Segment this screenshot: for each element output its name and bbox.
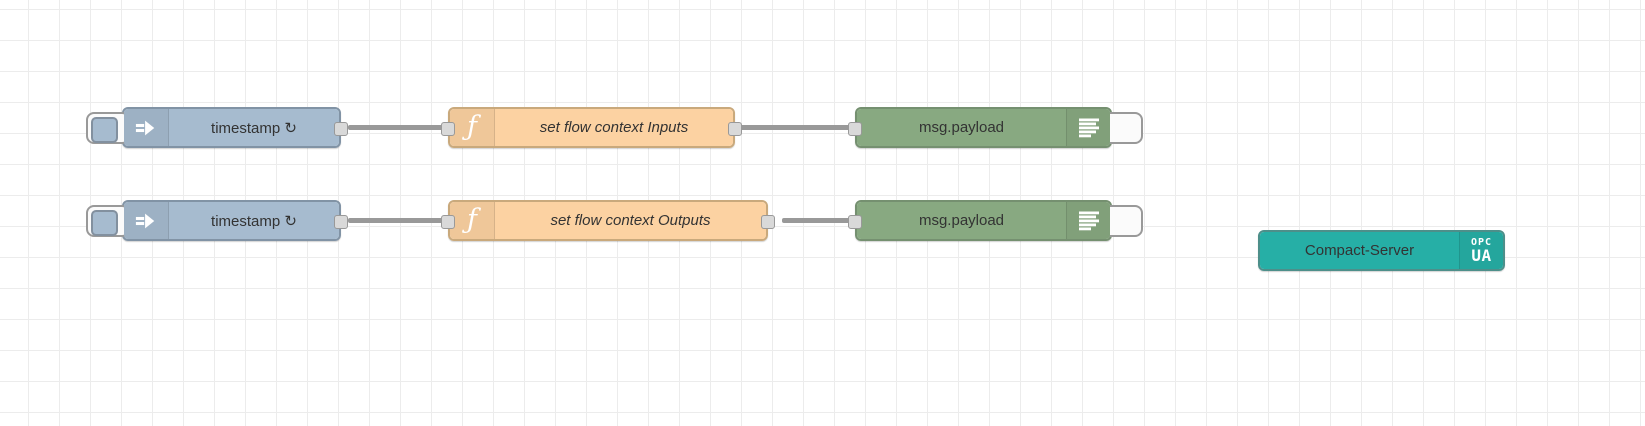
debug-list-icon — [1066, 109, 1110, 146]
inject-button-inner — [91, 116, 118, 143]
output-port[interactable] — [334, 215, 348, 229]
node-label: msg.payload — [918, 119, 1005, 136]
node-label: timestamp ↻ — [211, 119, 297, 137]
node-label: msg.payload — [918, 212, 1005, 229]
function-f-icon: ƒ — [450, 109, 495, 146]
node-label: Compact-Server — [1304, 242, 1415, 259]
opcua-compact-server-node[interactable]: Compact-Server OPC UA — [1258, 230, 1505, 271]
output-port[interactable] — [728, 122, 742, 136]
function-node-2[interactable]: ƒ set flow context Outputs — [441, 200, 775, 241]
inject-button[interactable] — [86, 111, 130, 144]
node-label: set flow context Outputs — [550, 212, 711, 229]
arrow-inject-icon — [124, 109, 169, 146]
input-port[interactable] — [441, 215, 455, 229]
output-port[interactable] — [334, 122, 348, 136]
wire[interactable] — [740, 125, 850, 130]
debug-list-icon — [1066, 202, 1110, 239]
node-label: timestamp ↻ — [211, 212, 297, 230]
node-label: set flow context Inputs — [539, 119, 689, 136]
wire[interactable] — [348, 125, 443, 130]
inject-node-1[interactable]: timestamp ↻ — [86, 107, 348, 148]
input-port[interactable] — [441, 122, 455, 136]
debug-node-1[interactable]: msg.payload — [848, 107, 1143, 148]
function-f-icon: ƒ — [450, 202, 495, 239]
input-port[interactable] — [848, 215, 862, 229]
inject-button-inner — [91, 209, 118, 236]
function-node-1[interactable]: ƒ set flow context Inputs — [441, 107, 742, 148]
arrow-inject-icon — [124, 202, 169, 239]
opcua-badge-icon: OPC UA — [1459, 232, 1503, 269]
wire[interactable] — [782, 218, 850, 223]
wire[interactable] — [348, 218, 443, 223]
debug-node-2[interactable]: msg.payload — [848, 200, 1143, 241]
input-port[interactable] — [848, 122, 862, 136]
inject-node-2[interactable]: timestamp ↻ — [86, 200, 348, 241]
output-port[interactable] — [761, 215, 775, 229]
